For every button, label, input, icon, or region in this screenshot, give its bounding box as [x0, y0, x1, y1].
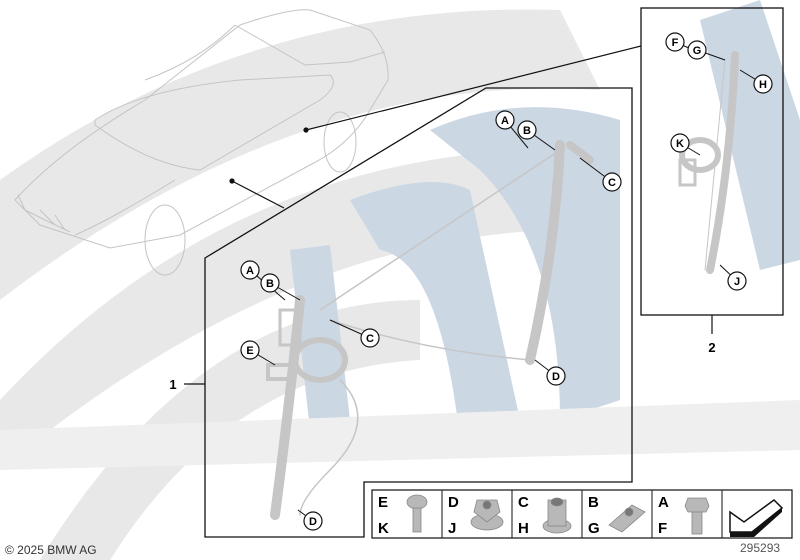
callout-b: B — [260, 273, 301, 301]
flange-nut-icon — [470, 499, 504, 531]
clip-nut-icon — [608, 504, 646, 533]
assembly-2-number: 2 — [708, 340, 715, 355]
sleeve-nut-icon — [542, 497, 572, 534]
legend-letter-bottom: H — [518, 520, 529, 537]
callout-d: D — [534, 359, 566, 386]
legend-cell: BG — [581, 490, 646, 538]
callout-c: C — [579, 157, 622, 192]
window-regulator-rear — [678, 51, 739, 274]
legend-letter-bottom: F — [658, 520, 667, 537]
callout-d: D — [297, 509, 323, 531]
svg-text:G: G — [693, 45, 702, 57]
svg-text:H: H — [759, 79, 767, 91]
assembly-2-frame — [640, 7, 784, 316]
assembly-1-number: 1 — [169, 377, 176, 392]
callout-b: B — [517, 120, 556, 151]
svg-text:D: D — [552, 371, 560, 383]
legend-cell: CH — [511, 490, 572, 538]
legend-letter-top: C — [518, 494, 529, 511]
legend-letter-top: E — [378, 494, 388, 511]
svg-text:B: B — [523, 125, 531, 137]
svg-text:C: C — [366, 333, 374, 345]
legend-cell: DJ — [441, 490, 504, 538]
diagram-number: 295293 — [740, 541, 781, 555]
svg-text:C: C — [608, 177, 616, 189]
legend-letter-bottom: G — [588, 520, 600, 537]
callout-h: H — [739, 69, 773, 94]
legend-letter-top: B — [588, 494, 599, 511]
torx-screw-icon — [406, 494, 428, 533]
callout-a: A — [495, 110, 529, 149]
svg-text:A: A — [501, 115, 509, 127]
svg-text:D: D — [309, 516, 317, 528]
legend-letter-top: D — [448, 494, 459, 511]
copyright: © 2025 BMW AG — [5, 543, 97, 557]
assembly-1-frame — [204, 87, 633, 538]
arrow-shape — [729, 499, 784, 537]
car-outline — [14, 9, 389, 276]
leader-lines — [184, 45, 713, 385]
legend-letter-top: A — [658, 494, 669, 511]
callout-e: E — [240, 340, 276, 366]
legend-cell — [721, 490, 784, 538]
callout-c: C — [329, 319, 380, 348]
hex-bolt-icon — [684, 497, 710, 535]
svg-text:E: E — [246, 345, 253, 357]
svg-text:K: K — [676, 138, 684, 150]
svg-text:J: J — [734, 276, 740, 288]
svg-text:A: A — [246, 265, 254, 277]
legend-letter-bottom: K — [378, 520, 389, 537]
callout-j: J — [719, 264, 747, 291]
window-regulator-front — [266, 140, 594, 520]
legend-letter-bottom: J — [448, 520, 456, 537]
legend-cell: AF — [651, 490, 710, 538]
svg-text:F: F — [672, 37, 679, 49]
svg-text:B: B — [266, 278, 274, 290]
callout-g: G — [687, 40, 726, 61]
callout-k: K — [670, 133, 701, 156]
legend-cell: EK — [378, 494, 428, 537]
